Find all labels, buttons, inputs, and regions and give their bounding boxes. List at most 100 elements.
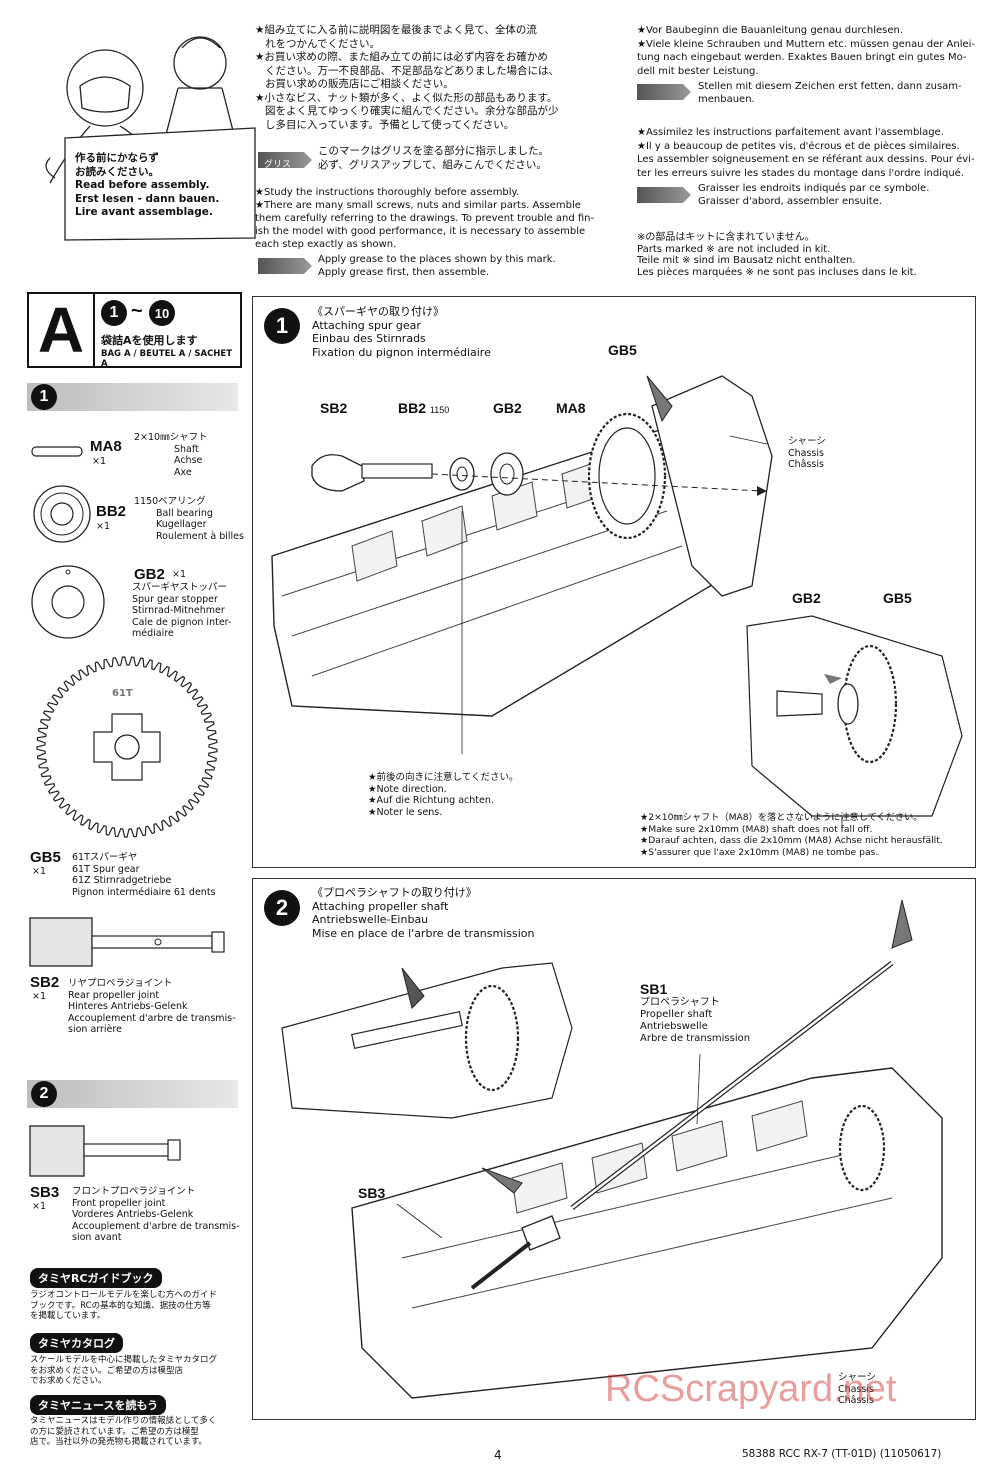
mascot-illustration (45, 36, 256, 241)
step1-label-ma8: MA8 (556, 400, 586, 416)
en-line: ish the model with good performance, it … (255, 226, 586, 237)
step2-parts-bar (27, 1080, 238, 1108)
chassis-fr: Châssis (838, 1395, 874, 1406)
fr-line: ★Assimilez les instructions parfaitement… (637, 127, 944, 138)
jp-line: このマークはグリスを塗る部分に指示しました。 (318, 145, 549, 157)
gb2-stopper-drawing (31, 565, 105, 639)
ma8-line: Shaft (174, 443, 199, 455)
note-line: Teile mit ※ sind im Bausatz nicht enthal… (637, 255, 856, 266)
en-line: each step exactly as shown. (255, 239, 397, 250)
step1-inset-label-gb5: GB5 (883, 590, 912, 606)
catalog-line: でお求めください。 (30, 1376, 107, 1386)
chassis-jp: シャーシ (838, 1372, 876, 1383)
de-line: ★Viele kleine Schrauben und Muttern etc.… (637, 38, 976, 50)
guide-title: タミヤRCガイドブック (30, 1268, 162, 1288)
fr-line: ter les erreurs suivre les stades du mon… (637, 167, 964, 179)
sign-line: Erst lesen - dann bauen. (75, 192, 220, 205)
en-line: Apply grease first, then assemble. (318, 267, 490, 278)
step2-assembly-drawing (281, 899, 943, 1399)
ma8-qty: ×1 (92, 456, 107, 467)
jp-line: ★お買い求めの際、また組み立ての前には必ず内容をお確かめ (255, 51, 548, 63)
step1-title-jp: 《スパーギヤの取り付け》 (312, 305, 444, 318)
step1-badge: 1 (264, 308, 300, 344)
en-grease-note: Apply grease to the places shown by this… (318, 253, 618, 279)
sb2-line: Accouplement d'arbre de transmis- (68, 1012, 236, 1024)
ma8-line: Achse (174, 455, 203, 466)
jp-grease-note: このマークはグリスを塗る部分に指示しました。 必ず、グリスアップして、組みこんで… (318, 145, 618, 172)
step2-badge: 2 (264, 890, 300, 926)
step1-title-fr: Fixation du pignon intermédiaire (312, 345, 491, 359)
step2-number: 2 (275, 895, 289, 920)
step2-title-de: Antriebswelle-Einbau (312, 913, 429, 926)
catalog-text: スケールモデルを中心に掲載したタミヤカタログ をお求めください。ご希望の方は模型… (30, 1355, 217, 1387)
shaft-note-line: ★2×10㎜シャフト（MA8）を落とさないように注意してください。 (640, 812, 923, 823)
bag-jp-text: 袋詰Aを使用します (101, 334, 198, 347)
guide-text: ラジオコントロールモデルを楽しむ方へのガイド ブックです。RCの基本的な知識、据… (30, 1290, 217, 1322)
sb2-desc: リヤプロペラジョイント Rear propeller joint Hintere… (68, 978, 236, 1036)
sb2-line: Rear propeller joint (68, 989, 160, 1001)
bb2-line: Roulement à billes (156, 530, 244, 542)
step1-direction-note: ★前後の向きに注意してください。 ★Note direction. ★Auf d… (368, 772, 518, 818)
bb2-qty: ×1 (96, 521, 111, 532)
range-to-number: 10 (154, 305, 170, 321)
sb3-jp: フロントプロペラジョイント (72, 1186, 196, 1197)
gb5-line: Pignon intermédiaire 61 dents (72, 886, 216, 898)
sign-line: Lire avant assemblage. (75, 206, 213, 218)
ma8-line: Axe (174, 466, 192, 478)
step2-title-en: Attaching propeller shaft (312, 899, 449, 913)
en-line: Apply grease to the places shown by this… (318, 254, 556, 265)
gb5-jp: 61Tスパーギヤ (72, 852, 138, 863)
range-from-badge: 1 (101, 300, 127, 326)
step1-assembly-drawing (271, 375, 963, 831)
bb2-code: BB2 (96, 503, 127, 520)
jp-instructions: ★組み立てに入る前に説明図を最後までよく見て、全体の流 れをつかんでください。 … (255, 24, 615, 132)
sb3-line: Accouplement d'arbre de transmis- (72, 1220, 240, 1232)
gb2-line: Spur gear stopper (132, 593, 218, 605)
en-instructions: ★Study the instructions thoroughly befor… (255, 186, 615, 251)
step1-title: 《スパーギヤの取り付け》 Attaching spur gear Einbau … (312, 305, 491, 359)
jp-line: 必ず、グリスアップして、組みこんでください。 (318, 158, 547, 171)
step1-shaft-note: ★2×10㎜シャフト（MA8）を落とさないように注意してください。 ★Make … (640, 812, 943, 858)
sb3-line: Front propeller joint (72, 1197, 166, 1209)
sb2-jp: リヤプロペラジョイント (68, 978, 173, 989)
step2-label-sb3: SB3 (358, 1185, 386, 1201)
de-grease-note: Stellen mit diesem Zeichen erst fetten, … (698, 80, 988, 106)
bag-label: BAG A / BEUTEL A / SACHET A (101, 349, 233, 369)
ma8-desc: 2×10㎜シャフト Shaft Achse Axe (134, 432, 208, 478)
ma8-jp: 2×10㎜シャフト (134, 432, 208, 443)
catalog-title: タミヤカタログ (30, 1333, 123, 1353)
guide-line: ブックです。RCの基本的な知識、据技の仕方等 (30, 1300, 211, 1311)
gb5-gear-mark: 61T (112, 688, 133, 699)
news-text: タミヤニュースはモデル作りの情報誌として多く の方に愛読されています。ご希望の方… (30, 1416, 216, 1448)
jp-line: 図をよく見てゆっくり確実に組んでください。余分な部品が少 (265, 105, 559, 117)
ma8-shaft-drawing (31, 446, 83, 457)
step1-parts-badge: 1 (31, 384, 57, 410)
jp-line: ★小さなビス、ナット類が多く、よく似た形の部品もあります。 (255, 91, 558, 104)
fr-line: Graisser les endroits indiqués par ce sy… (698, 183, 930, 194)
step1-label-gb2: GB2 (493, 400, 522, 416)
bag-letter: A (37, 294, 85, 366)
gb5-qty: ×1 (32, 866, 47, 877)
shaft-note-line: ★Make sure 2x10mm (MA8) shaft does not f… (640, 823, 873, 835)
bb2-line: Ball bearing (156, 507, 213, 519)
direction-note-line: ★前後の向きに注意してください。 (368, 772, 519, 783)
step1-chassis-label: シャーシ Chassis Châssis (788, 436, 826, 471)
gb2-line: Stirnrad-Mitnehmer (132, 605, 225, 616)
read-first-sign: 作る前にかならず お読みください。 Read before assembly. … (75, 152, 245, 220)
fr-line: ★Il y a beaucoup de petites vis, d'écrou… (637, 140, 960, 152)
grease-mark-icon (258, 258, 312, 274)
jp-line: お買い求めの販売店にご相談ください。 (265, 78, 454, 90)
sb1-fr: Arbre de transmission (640, 1033, 751, 1044)
chassis-en: Chassis (838, 1383, 874, 1395)
jp-line: し多目に入っています。予備として使ってください。 (265, 118, 515, 131)
step1-parts-number: 1 (39, 388, 49, 405)
note-line: Les pièces marquées ※ ne sont pas inclus… (637, 266, 917, 278)
step1-title-en: Attaching spur gear (312, 318, 421, 332)
shaft-note-line: ★Darauf achten, dass die 2x10mm (MA8) Ac… (640, 835, 943, 846)
gb2-line: médiaire (132, 628, 174, 639)
en-line: ★There are many small screws, nuts and s… (255, 200, 581, 211)
bb2-desc: 1150ベアリング Ball bearing Kugellager Roulem… (134, 496, 244, 542)
step2-title-fr: Mise en place de l'arbre de transmission (312, 926, 535, 940)
step1-title-de: Einbau des Stirnrads (312, 332, 426, 345)
sb1-de: Antriebswelle (640, 1021, 708, 1032)
